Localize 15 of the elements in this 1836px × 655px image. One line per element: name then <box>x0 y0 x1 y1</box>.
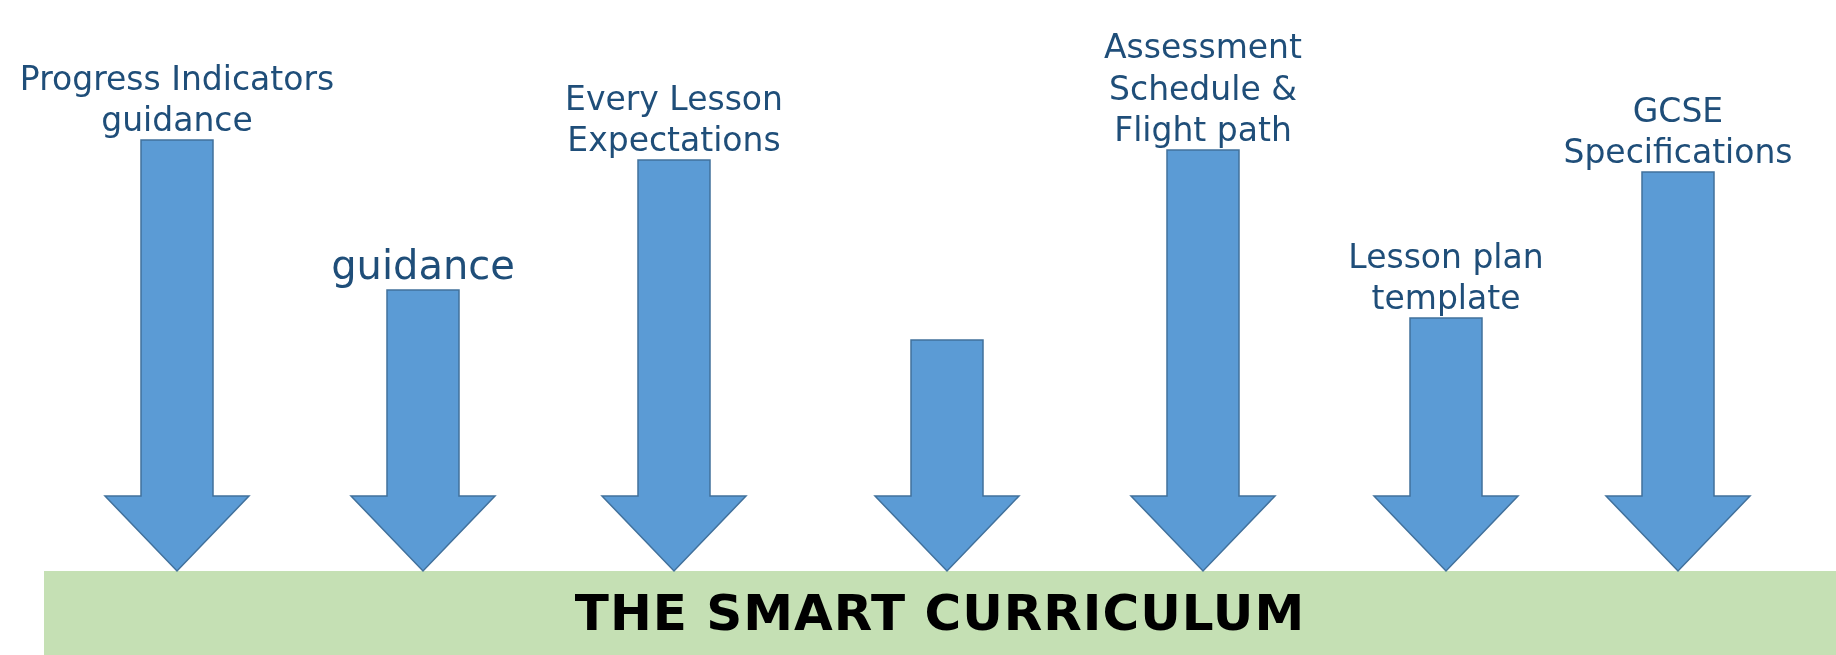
block-arrow <box>349 289 497 573</box>
arrow-caption: Every Lesson Expectations <box>549 77 799 160</box>
block-arrow <box>1129 149 1277 573</box>
arrow-caption: Assessment Schedule & Flight path <box>1095 26 1311 150</box>
block-arrow <box>873 339 1021 573</box>
arrow-caption: GCSE Specifications <box>1563 89 1793 172</box>
banner-title: THE SMART CURRICULUM <box>574 584 1306 642</box>
block-arrow <box>1604 171 1752 573</box>
block-arrow <box>103 139 251 573</box>
arrow-caption: guidance <box>331 240 515 290</box>
block-arrow <box>1372 317 1520 573</box>
arrow-caption: Progress Indicators guidance <box>0 57 357 140</box>
arrow-caption: Lesson plan template <box>1338 235 1554 318</box>
banner-bar <box>44 571 1836 655</box>
block-arrow <box>600 159 748 573</box>
